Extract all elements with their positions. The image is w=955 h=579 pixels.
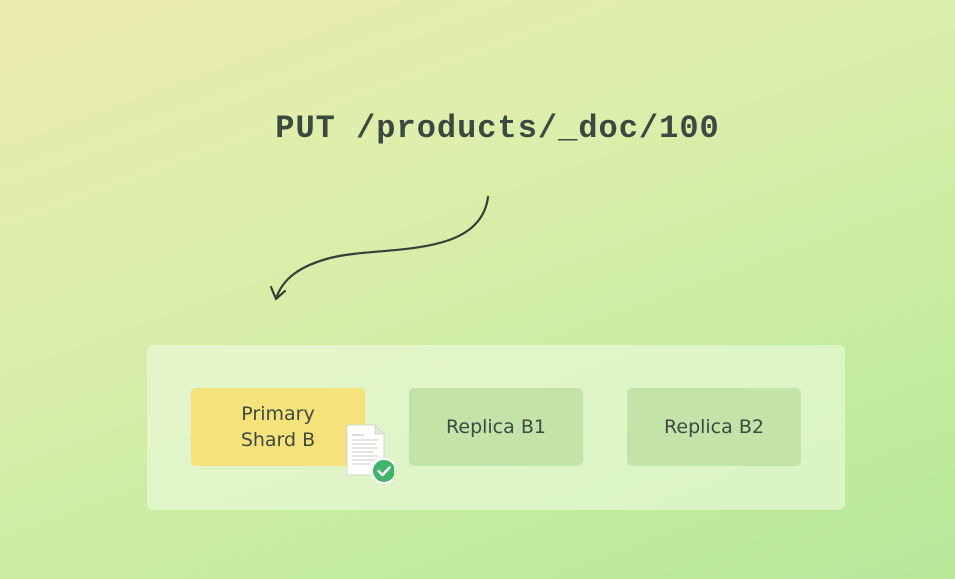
- replica-shard-b1: Replica B1: [409, 388, 583, 466]
- request-line: PUT /products/_doc/100: [275, 110, 720, 147]
- primary-shard-b: Primary Shard B: [191, 388, 365, 466]
- replica-b2-label: Replica B2: [664, 416, 764, 438]
- primary-shard-label: Primary Shard B: [240, 403, 316, 451]
- replica-shard-b2: Replica B2: [627, 388, 801, 466]
- check-icon: [371, 458, 394, 484]
- replica-b1-label: Replica B1: [446, 416, 546, 438]
- document-icon: [346, 423, 394, 484]
